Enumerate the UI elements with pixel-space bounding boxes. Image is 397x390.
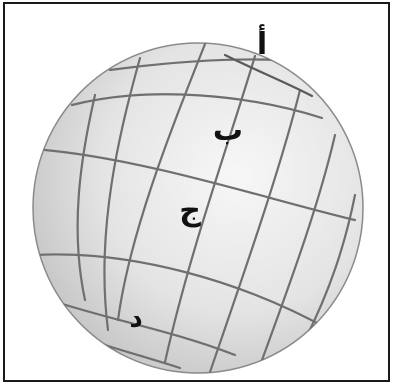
label-c: ج bbox=[179, 193, 201, 228]
label-a: أ bbox=[257, 24, 267, 62]
label-d: د bbox=[129, 304, 142, 334]
label-b: ب bbox=[213, 113, 243, 148]
